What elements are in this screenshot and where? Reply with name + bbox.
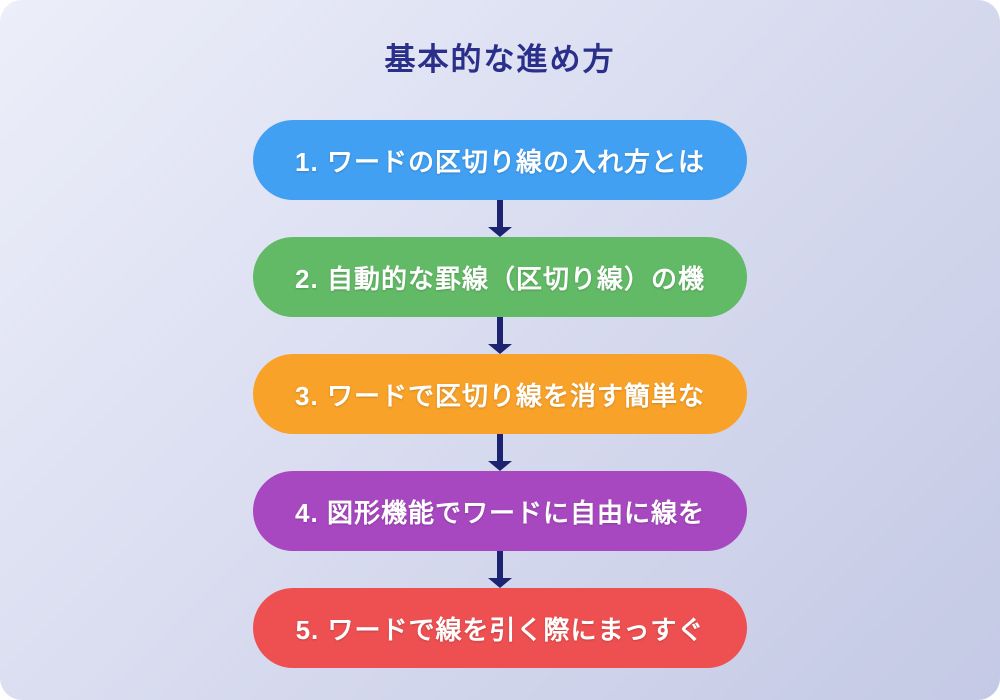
arrow-head — [488, 227, 512, 237]
step-label-3: 3. ワードで区切り線を消す簡単な — [295, 380, 705, 411]
step-label-2: 2. 自動的な罫線（区切り線）の機 — [295, 263, 705, 294]
page-title: 基本的な進め方 — [384, 42, 616, 77]
step-pill-4: 4. 図形機能でワードに自由に線を — [253, 471, 747, 551]
step-label-4: 4. 図形機能でワードに自由に線を — [295, 497, 705, 528]
step-pill-5: 5. ワードで線を引く際にまっすぐ — [253, 588, 747, 668]
arrow-stem — [497, 434, 503, 461]
arrow-stem — [497, 200, 503, 227]
step-label-1: 1. ワードの区切り線の入れ方とは — [295, 146, 705, 177]
arrow-stem — [497, 551, 503, 578]
arrow-stem — [497, 317, 503, 344]
arrow-head — [488, 578, 512, 588]
arrow-down-icon — [488, 551, 512, 588]
step-pill-2: 2. 自動的な罫線（区切り線）の機 — [253, 237, 747, 317]
step-pill-1: 1. ワードの区切り線の入れ方とは — [253, 120, 747, 200]
step-label-5: 5. ワードで線を引く際にまっすぐ — [295, 614, 705, 645]
arrow-down-icon — [488, 317, 512, 354]
flow-diagram: 1. ワードの区切り線の入れ方とは 2. 自動的な罫線（区切り線）の機 3. ワ… — [0, 120, 1000, 668]
arrow-down-icon — [488, 434, 512, 471]
arrow-down-icon — [488, 200, 512, 237]
arrow-head — [488, 344, 512, 354]
step-pill-3: 3. ワードで区切り線を消す簡単な — [253, 354, 747, 434]
arrow-head — [488, 461, 512, 471]
